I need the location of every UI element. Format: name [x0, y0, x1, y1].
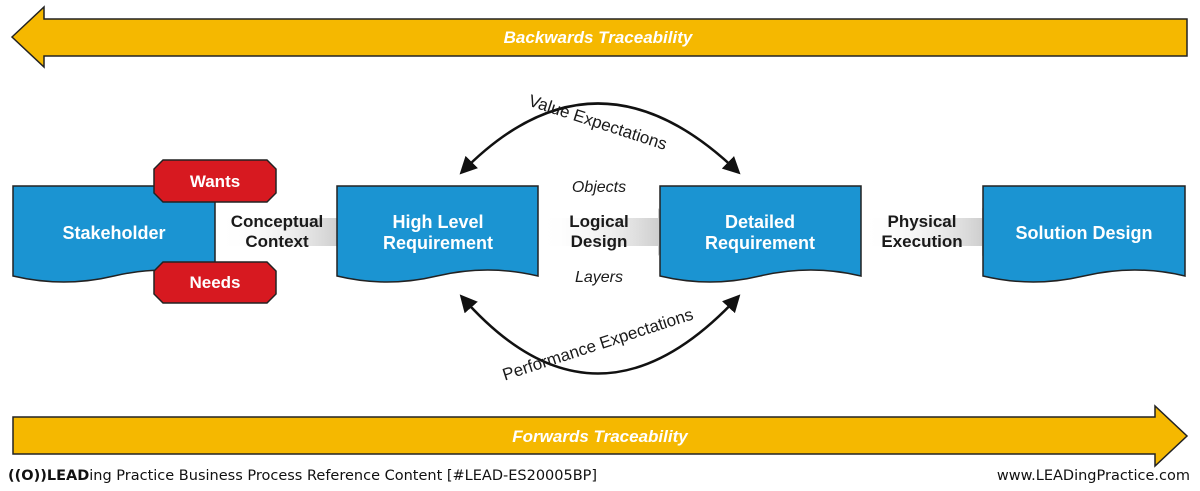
wants-tag: Wants — [153, 159, 277, 203]
logical-design-line1: Logical — [569, 212, 629, 231]
needs-label: Needs — [189, 273, 240, 292]
wants-tag-shape — [153, 159, 277, 203]
stakeholder-box: Stakeholder — [12, 185, 216, 283]
solution-design-shape — [982, 185, 1186, 283]
needs-tag: Needs — [153, 261, 277, 304]
stakeholder-label: Stakeholder — [62, 223, 165, 243]
footer-reference: ((O))LEADing Practice Business Process R… — [8, 468, 597, 484]
footer-website-link[interactable]: www.LEADingPractice.com — [996, 468, 1190, 484]
physical-execution-line1: Physical — [888, 212, 957, 231]
high-level-requirement-box: High Level Requirement — [336, 185, 539, 283]
performance-expectations-curve: Performance Expectations — [459, 294, 741, 384]
solution-design-label: Solution Design — [1016, 223, 1153, 243]
conceptual-context-line1: Conceptual — [231, 212, 324, 231]
backwards-traceability-arrow: Backwards Traceability — [10, 5, 1188, 69]
detailed-requirement-shape — [659, 185, 862, 283]
high-level-requirement-shape — [336, 185, 539, 283]
performance-expectations-arc — [459, 294, 741, 375]
forwards-traceability-arrow: Forwards Traceability — [12, 404, 1189, 468]
value-expectations-label: Value Expectations — [526, 91, 669, 154]
solution-design-box: Solution Design — [982, 185, 1186, 283]
layers-label: Layers — [575, 269, 623, 286]
physical-execution: Physical Execution — [881, 212, 962, 251]
conceptual-context: Conceptual Context — [231, 212, 324, 251]
high-level-requirement-line1: High Level — [392, 212, 483, 232]
detailed-requirement-line2: Requirement — [705, 233, 815, 253]
detailed-requirement-box: Detailed Requirement — [659, 185, 862, 283]
logical-design-line2: Design — [571, 232, 628, 251]
conceptual-context-line2: Context — [245, 232, 309, 251]
wants-label: Wants — [190, 172, 240, 191]
value-expectations-curve: Value Expectations — [459, 91, 741, 175]
backwards-arrow-label: Backwards Traceability — [504, 28, 694, 47]
flow-arrow-physical — [862, 208, 1002, 256]
logical-design: Objects Logical Design Layers — [569, 179, 629, 286]
needs-tag-shape — [153, 261, 277, 304]
footer-reference-text: ing Practice Business Process Reference … — [89, 468, 598, 484]
flow-arrow-logical — [540, 208, 678, 256]
high-level-requirement-line2: Requirement — [383, 233, 493, 253]
value-expectations-arc — [459, 102, 741, 175]
forwards-arrow-label: Forwards Traceability — [512, 427, 689, 446]
physical-execution-line2: Execution — [881, 232, 962, 251]
leading-practice-logo: ((O))LEAD — [8, 468, 90, 484]
flow-arrow-conceptual — [218, 208, 358, 256]
detailed-requirement-line1: Detailed — [725, 212, 795, 232]
backwards-arrow-shape — [10, 5, 1188, 69]
forwards-arrow-shape — [12, 404, 1189, 468]
objects-label: Objects — [572, 179, 626, 196]
